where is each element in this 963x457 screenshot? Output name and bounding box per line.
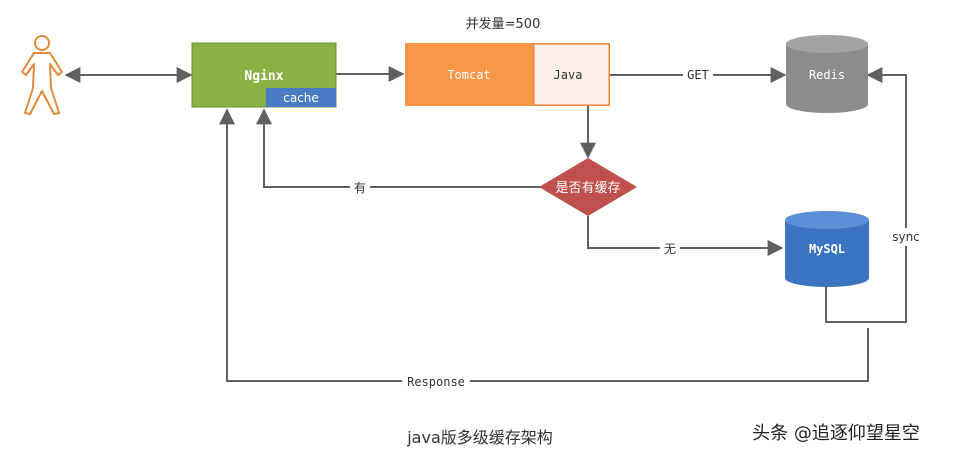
- watermark-text: 头条 @追逐仰望星空: [752, 423, 920, 444]
- java-label: Java: [554, 68, 583, 82]
- concurrency-label: 并发量=500: [466, 16, 541, 32]
- response-label: Response: [407, 375, 465, 389]
- person-stick-figure-icon: [21, 35, 63, 115]
- mysql-label: MySQL: [809, 242, 845, 256]
- database-cylinder-icon[interactable]: MySQL: [785, 211, 869, 287]
- cache-check-decision[interactable]: 是否有缓存: [539, 158, 637, 216]
- cache-label: cache: [283, 91, 319, 105]
- java-block[interactable]: [533, 43, 610, 106]
- no-label: 无: [664, 242, 676, 256]
- nginx-node[interactable]: Nginx cache: [191, 42, 337, 108]
- tomcat-label: Tomcat: [447, 68, 490, 82]
- response-connector: [219, 108, 869, 382]
- diagram-caption: java版多级缓存架构: [406, 428, 553, 447]
- sync-label: sync: [892, 230, 920, 244]
- cache-tag: [266, 88, 336, 107]
- nginx-label: Nginx: [244, 69, 283, 84]
- tomcat-node[interactable]: Tomcat Java: [405, 43, 610, 106]
- sync-connector: [825, 67, 907, 323]
- yes-label: 有: [354, 181, 366, 195]
- no-connector: [587, 216, 784, 256]
- yes-connector: [256, 108, 541, 188]
- get-label: GET: [687, 68, 709, 82]
- redis-label: Redis: [809, 68, 845, 82]
- decision-label: 是否有缓存: [555, 181, 620, 196]
- database-cylinder-icon[interactable]: Redis: [786, 35, 868, 113]
- connectors: [64, 66, 907, 382]
